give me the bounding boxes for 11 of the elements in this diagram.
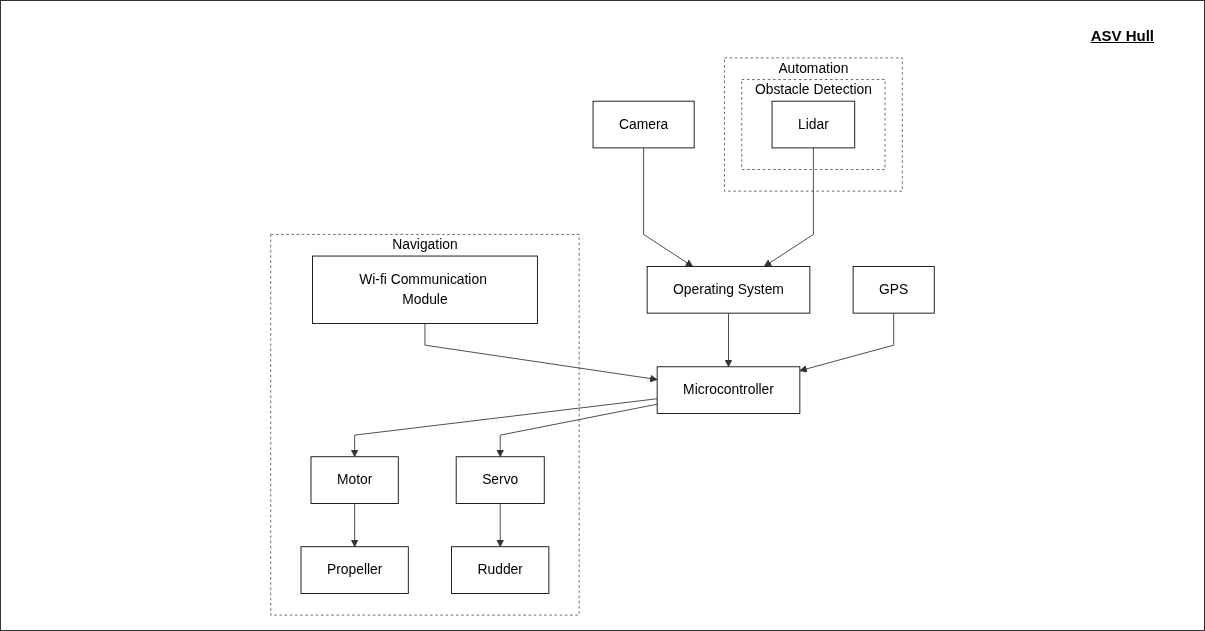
node-box: Rudder	[451, 546, 550, 594]
node-box: Lidar	[771, 100, 856, 149]
node-box: Propeller	[300, 546, 409, 594]
node-box: Motor	[310, 456, 399, 504]
node-box: Servo	[455, 456, 545, 504]
diagram-title: ASV Hull	[1090, 27, 1154, 44]
node-box: Operating System	[646, 266, 811, 314]
node-box: Microcontroller	[656, 366, 801, 414]
node-box: Wi-fi Communication Module	[312, 255, 538, 324]
node-box: Camera	[592, 100, 695, 149]
node-box: GPS	[852, 266, 935, 314]
